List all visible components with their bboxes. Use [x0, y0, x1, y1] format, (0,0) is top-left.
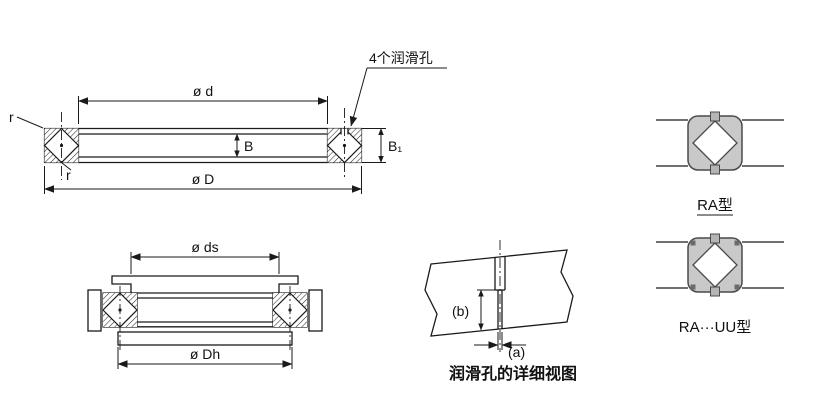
crossed-roller-icon	[692, 120, 738, 166]
dim-hole-depth-b: (b)	[452, 289, 495, 331]
roller-slot-bottom	[710, 286, 720, 297]
dim-label-D: ø D	[192, 171, 215, 187]
housing-wall-left	[87, 289, 102, 332]
mounted-cross-section-figure: ø ds ø Dh	[87, 239, 323, 369]
radius-label-bottom: r	[66, 167, 71, 183]
housing-shoulder-plate	[117, 331, 293, 346]
dim-outer-diameter-D: ø D	[44, 166, 362, 194]
seal-mark	[734, 240, 740, 246]
roller-slot-bottom	[710, 164, 720, 175]
housing-wall-right	[308, 289, 323, 332]
dim-label-B: B	[244, 138, 253, 154]
dim-housing-diameter-Dh: ø Dh	[117, 346, 293, 369]
dim-width-B: B	[234, 133, 253, 158]
crossed-roller-icon	[692, 242, 738, 288]
detail-dim-b-label: (b)	[452, 303, 469, 319]
seal-mark	[690, 284, 696, 290]
detail-caption: 润滑孔的详细视图	[449, 364, 577, 383]
dim-label-B1: B₁	[388, 138, 402, 154]
roller-slot-top	[710, 111, 720, 122]
seal-mark	[734, 284, 740, 290]
detail-dim-a-label: (a)	[508, 344, 525, 360]
ra-type-label: RA型	[697, 197, 733, 214]
dim-inner-diameter-d: ø d	[78, 83, 328, 124]
dim-width-B1: B₁	[361, 128, 402, 163]
lube-holes-label: 4个润滑孔	[369, 50, 433, 66]
dim-label-ds: ø ds	[191, 239, 218, 255]
radius-callout-bottom: r	[61, 162, 72, 183]
ring-wall-section	[424, 249, 574, 337]
inner-ring-presser-plate	[111, 275, 299, 294]
roller-slot-top	[710, 233, 720, 244]
seal-mark	[690, 240, 696, 246]
dim-label-Dh: ø Dh	[190, 346, 220, 362]
dim-hole-diameter-a: (a)	[474, 332, 526, 360]
ra-type-symbol: RA型	[656, 111, 784, 216]
dim-shoulder-diameter-ds: ø ds	[130, 239, 280, 274]
radius-label-top: r	[9, 109, 14, 125]
bearing-cross-section-figure: ø d ø D B B₁ r r 4个润滑孔	[9, 50, 447, 194]
lube-holes-callout: 4个润滑孔	[349, 50, 447, 127]
ra-uu-type-label: RA···UU型	[679, 319, 752, 336]
ra-uu-type-symbol: RA···UU型	[656, 233, 784, 336]
radius-callout-top: r	[9, 109, 44, 129]
lube-hole-detail-figure: (b) (a) 润滑孔的详细视图	[424, 240, 577, 383]
dim-label-d: ø d	[193, 83, 213, 99]
